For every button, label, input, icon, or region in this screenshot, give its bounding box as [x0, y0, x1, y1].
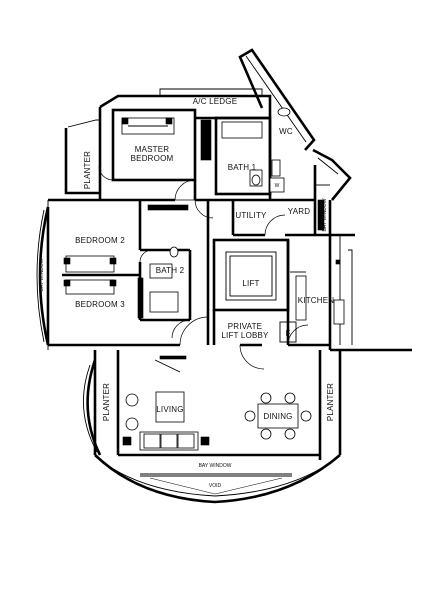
label-bath-2: BATH 2: [156, 266, 185, 275]
label-bedroom-2: BEDROOM 2: [75, 236, 125, 245]
outer-walls: [36, 48, 412, 504]
label-dining: DINING: [263, 412, 292, 421]
label-bay-window-left: BAY WINDOW: [39, 258, 45, 291]
label-bay-window-right: BAY WINDOW: [322, 198, 328, 231]
furniture: [63, 107, 345, 451]
label-planter-left-bottom: PLANTER: [102, 383, 111, 421]
label-planter-left-top: PLANTER: [83, 151, 92, 189]
doors: [98, 165, 309, 370]
label-bath-1: BATH 1: [228, 163, 257, 172]
label-lift: LIFT: [242, 279, 259, 288]
label-living: LIVING: [156, 405, 183, 414]
label-planter-right: PLANTER: [326, 383, 335, 421]
label-ac-ledge: A/C LEDGE: [193, 97, 237, 106]
label-bay-window-bottom: BAY WINDOW: [199, 463, 232, 469]
label-washer: W: [275, 183, 280, 189]
label-utility: UTILITY: [235, 211, 267, 220]
label-kitchen: KITCHEN: [298, 296, 335, 305]
label-wc: WC: [279, 127, 293, 136]
windows: [137, 119, 325, 373]
label-bedroom-3: BEDROOM 3: [75, 300, 125, 309]
label-yard: YARD: [288, 207, 310, 216]
label-void: VOID: [209, 483, 222, 489]
label-fridge: F: [285, 329, 290, 338]
